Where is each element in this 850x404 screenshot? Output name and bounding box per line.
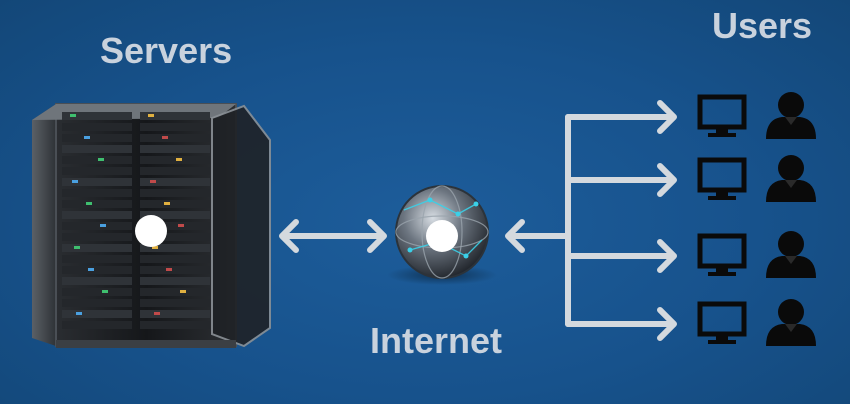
user-row bbox=[700, 299, 816, 346]
user-row bbox=[700, 92, 816, 139]
internet-label: Internet bbox=[370, 320, 502, 362]
users-label: Users bbox=[712, 5, 812, 47]
user-row bbox=[700, 231, 816, 278]
monitor-icon bbox=[700, 236, 744, 276]
person-icon bbox=[766, 155, 816, 202]
servers-label: Servers bbox=[100, 30, 232, 72]
user-row bbox=[700, 155, 816, 202]
monitor-icon bbox=[700, 97, 744, 137]
person-icon bbox=[766, 231, 816, 278]
monitor-icon bbox=[700, 160, 744, 200]
servers-marker bbox=[135, 215, 167, 247]
person-icon bbox=[766, 92, 816, 139]
users-arrow-tree bbox=[508, 103, 674, 338]
monitor-icon bbox=[700, 304, 744, 344]
internet-marker bbox=[426, 220, 458, 252]
server-internet-arrow bbox=[282, 222, 384, 250]
person-icon bbox=[766, 299, 816, 346]
